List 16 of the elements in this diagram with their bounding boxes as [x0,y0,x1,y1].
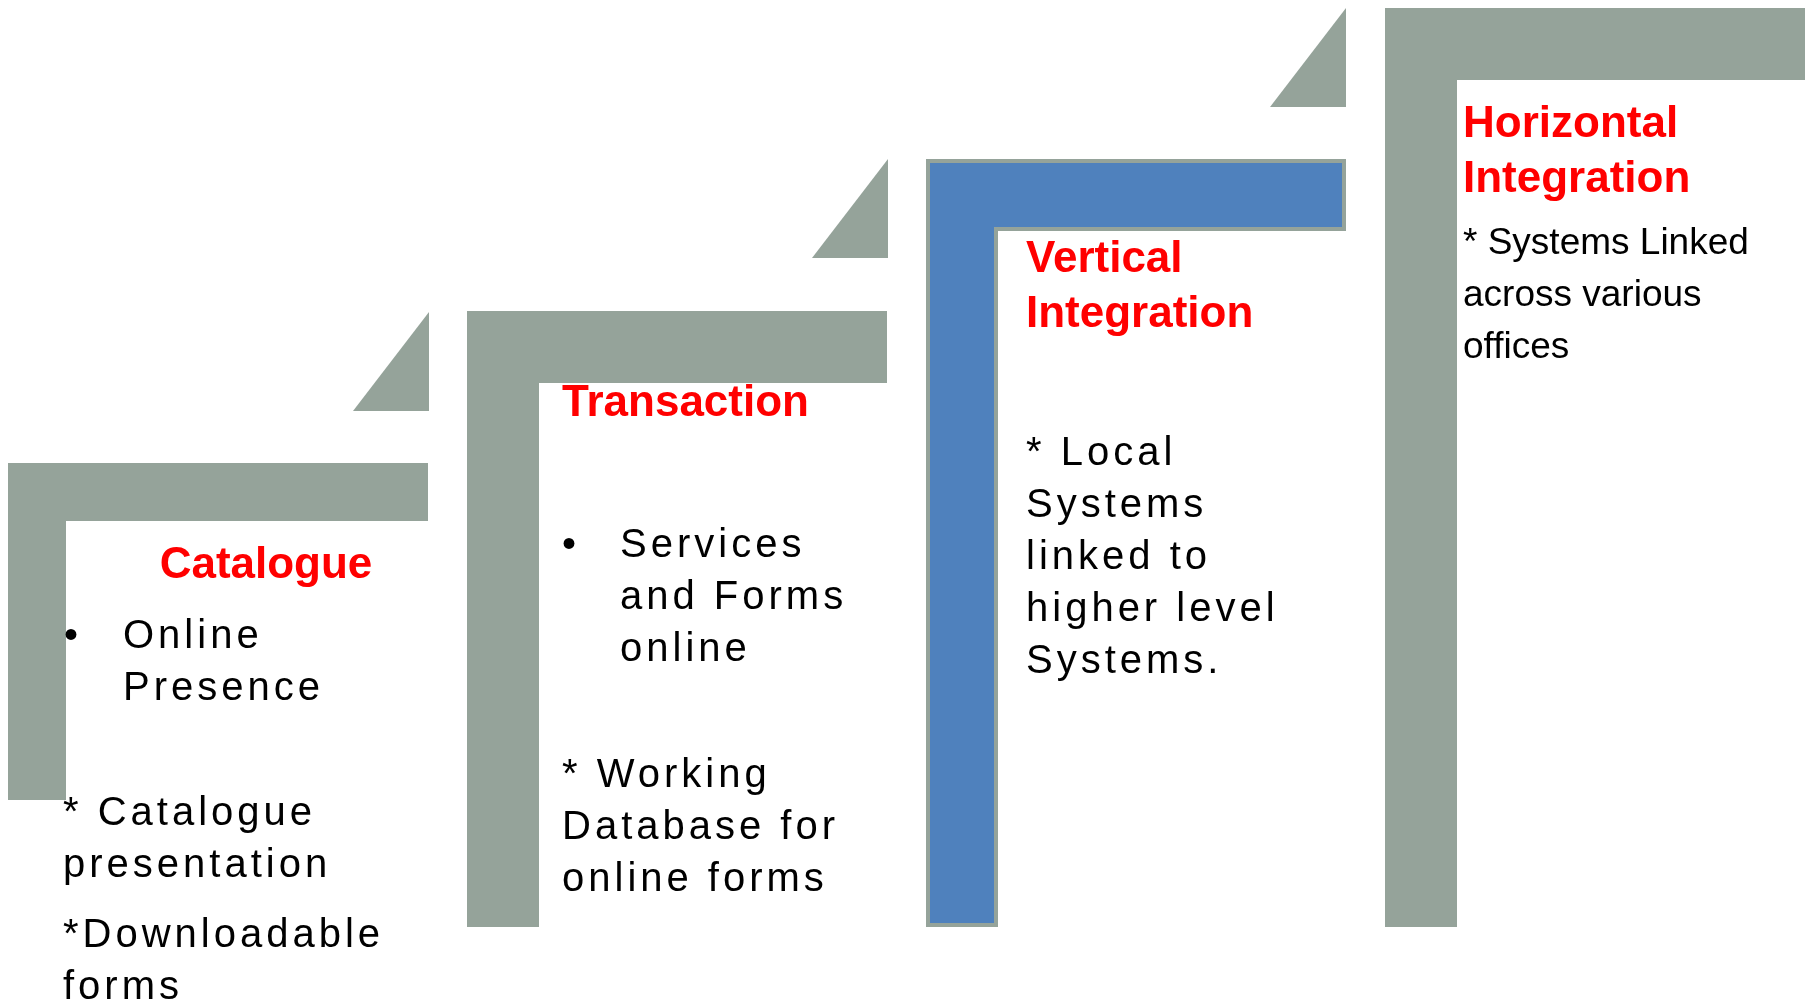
step-band [1385,8,1805,927]
bullet-mark: • [562,520,581,567]
note-text: Online Presence [123,611,325,710]
note-text: *Downloadable forms [63,910,386,1000]
note-text: * Systems Linked across various offices [1463,220,1750,368]
step-heading: Transaction [562,375,810,427]
note-text: * Local Systems linked to higher level Systems. [1026,428,1280,683]
step-band [926,159,1346,927]
bullet-mark: • [64,611,83,658]
note-text: * Catalogue presentation [63,788,333,887]
step-heading: Vertical Integration [1026,231,1255,338]
note-text: Services and Forms online [620,520,849,671]
step-heading: Horizontal Integration [1463,96,1692,203]
note-text: * Working Database for online forms [562,750,841,901]
step-heading: Catalogue [158,537,374,589]
step-band [467,311,887,927]
